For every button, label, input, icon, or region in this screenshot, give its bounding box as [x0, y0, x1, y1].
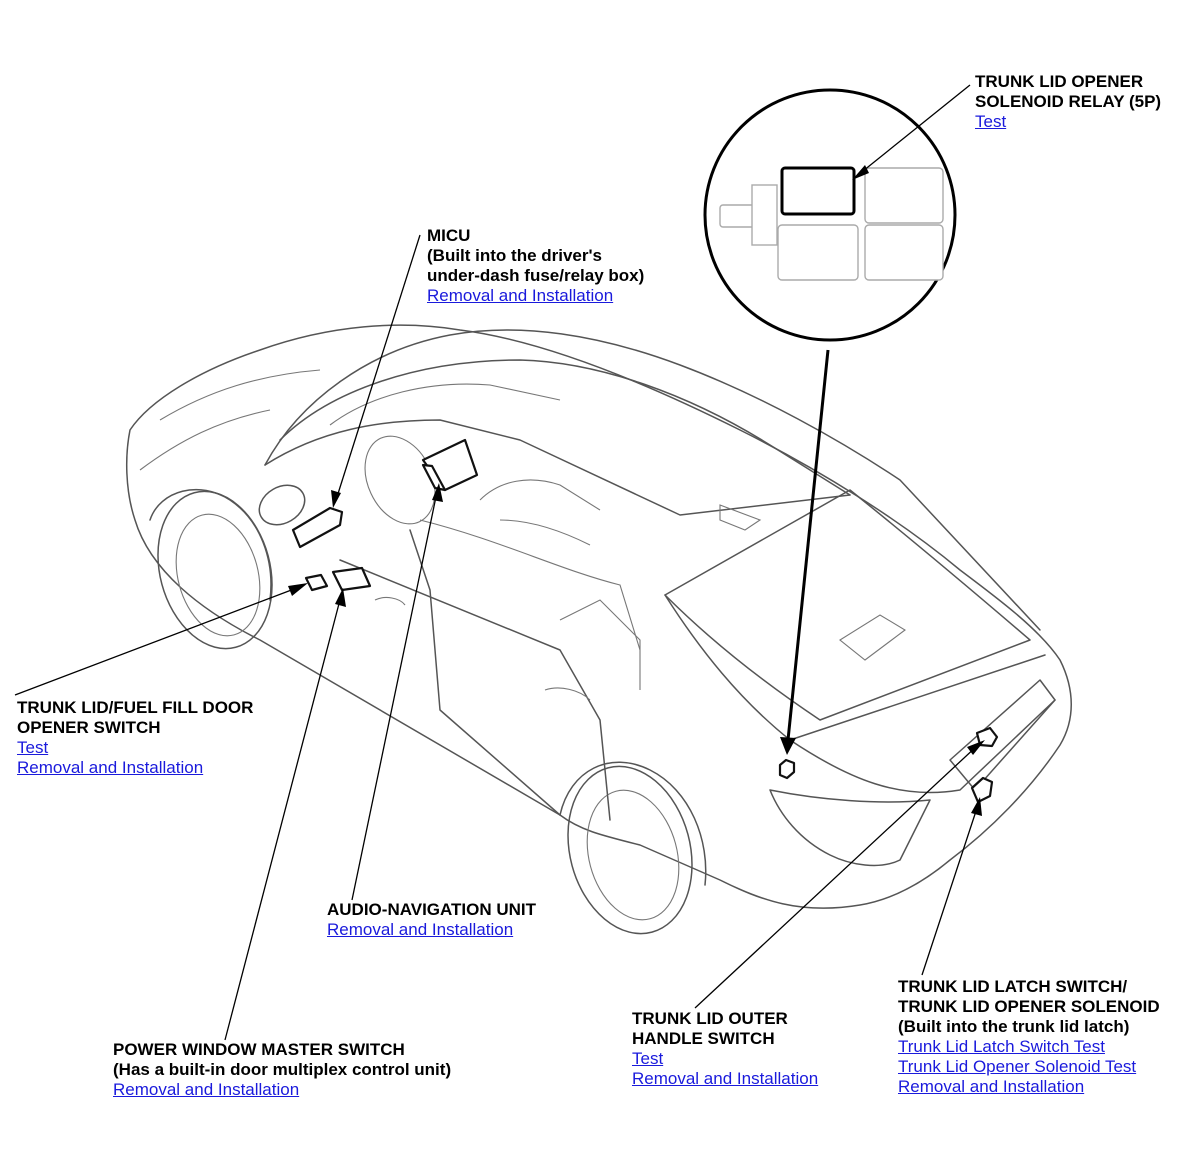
- micu-title-3: under-dash fuse/relay box): [427, 266, 645, 285]
- relay-highlight: [780, 166, 856, 216]
- audio-nav-title: AUDIO-NAVIGATION UNIT: [327, 900, 537, 919]
- audio-nav-removal-link[interactable]: Removal and Installation: [327, 920, 514, 939]
- outer-handle-title-1: TRUNK LID OUTER: [632, 1009, 788, 1028]
- latch-removal-link[interactable]: Removal and Installation: [898, 1077, 1085, 1096]
- relay-magnifier: [703, 88, 957, 342]
- solenoid-test-link[interactable]: Trunk Lid Opener Solenoid Test: [898, 1057, 1137, 1076]
- fuel-switch-title-2: OPENER SWITCH: [17, 718, 161, 737]
- callout-latch: TRUNK LID LATCH SWITCH/ TRUNK LID OPENER…: [898, 977, 1160, 1097]
- relay-test-link[interactable]: Test: [975, 112, 1007, 131]
- callout-power-window: POWER WINDOW MASTER SWITCH (Has a built-…: [113, 1040, 451, 1100]
- window-switch-part: [331, 566, 372, 592]
- latch-title-3: (Built into the trunk lid latch): [898, 1017, 1130, 1036]
- fuel-switch-title-1: TRUNK LID/FUEL FILL DOOR: [17, 698, 254, 717]
- outer-handle-title-2: HANDLE SWITCH: [632, 1029, 775, 1048]
- power-window-removal-link[interactable]: Removal and Installation: [113, 1080, 300, 1099]
- outer-handle-test-link[interactable]: Test: [632, 1049, 664, 1068]
- power-window-title-1: POWER WINDOW MASTER SWITCH: [113, 1040, 405, 1059]
- fuel-switch-test-link[interactable]: Test: [17, 738, 49, 757]
- components: [291, 438, 999, 804]
- latch-switch-test-link[interactable]: Trunk Lid Latch Switch Test: [898, 1037, 1105, 1056]
- relay-location-part: [778, 758, 796, 780]
- micu-removal-link[interactable]: Removal and Installation: [427, 286, 614, 305]
- outer-handle-removal-link[interactable]: Removal and Installation: [632, 1069, 819, 1088]
- latch-title-2: TRUNK LID OPENER SOLENOID: [898, 997, 1160, 1016]
- car-outline: [125, 324, 1072, 935]
- audio-nav-bezel: [421, 463, 447, 492]
- leader-lines: [14, 84, 985, 1041]
- callout-relay: TRUNK LID OPENER SOLENOID RELAY (5P) Tes…: [975, 72, 1161, 132]
- latch-part: [970, 776, 994, 804]
- relay-title-1: TRUNK LID OPENER: [975, 72, 1144, 91]
- callout-micu: MICU (Built into the driver's under-dash…: [427, 226, 644, 306]
- micu-title-1: MICU: [427, 226, 471, 245]
- relay-title-2: SOLENOID RELAY (5P): [975, 92, 1162, 111]
- callout-audio-nav: AUDIO-NAVIGATION UNIT Removal and Instal…: [327, 900, 536, 940]
- micu-title-2: (Built into the driver's: [427, 246, 602, 265]
- micu-part: [291, 506, 344, 549]
- fuel-switch-part: [304, 573, 329, 592]
- callout-outer-handle: TRUNK LID OUTER HANDLE SWITCH Test Remov…: [632, 1009, 818, 1089]
- fuel-switch-removal-link[interactable]: Removal and Installation: [17, 758, 204, 777]
- power-window-title-2: (Has a built-in door multiplex control u…: [113, 1060, 452, 1079]
- latch-title-1: TRUNK LID LATCH SWITCH/: [898, 977, 1128, 996]
- callout-fuel-switch: TRUNK LID/FUEL FILL DOOR OPENER SWITCH T…: [17, 698, 253, 778]
